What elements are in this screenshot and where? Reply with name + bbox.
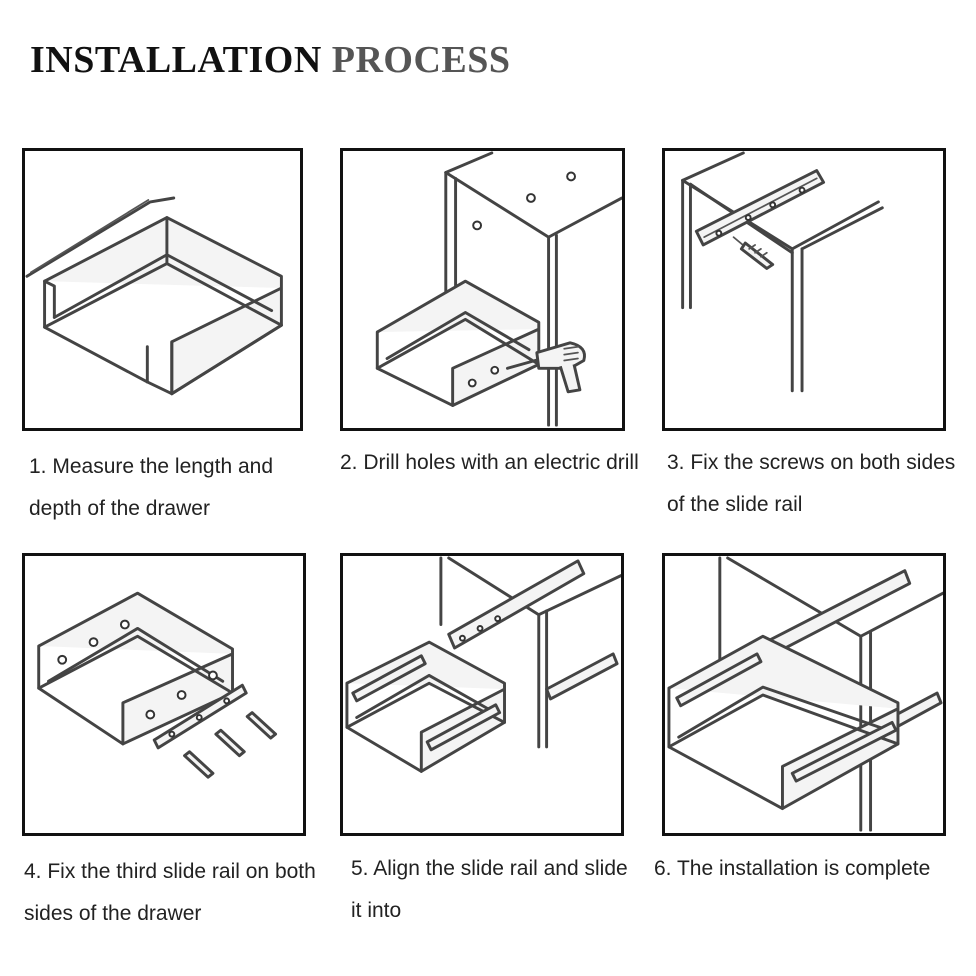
step-1-caption: 1. Measure the length and depth of the d… — [29, 455, 274, 520]
step-4-caption: 4. Fix the third slide rail on both side… — [24, 860, 316, 925]
page-title: INSTALLATION PROCESS — [30, 38, 511, 82]
align-slide-illustration — [345, 556, 621, 773]
step-2-caption: 2. Drill holes with an electric drill — [340, 451, 639, 474]
drawer-rail-screws-illustration — [37, 591, 278, 779]
drawer-box-illustration — [25, 196, 283, 396]
step-3-panel — [662, 148, 946, 431]
step-6-caption: 6. The installation is complete — [654, 857, 931, 880]
electric-drill-illustration — [375, 151, 622, 427]
screw-rail-illustration — [681, 151, 884, 393]
title-word-process: PROCESS — [331, 39, 511, 81]
step-2-panel — [340, 148, 625, 431]
step-1-panel — [22, 148, 303, 431]
installed-drawer-illustration — [667, 556, 943, 832]
step-4-panel — [22, 553, 306, 836]
step-3-caption: 3. Fix the screws on both sides of the s… — [667, 451, 956, 516]
step-6-panel — [662, 553, 946, 836]
title-word-installation: INSTALLATION — [30, 39, 322, 81]
step-5-panel — [340, 553, 624, 836]
step-5-caption: 5. Align the slide rail and slide it int… — [351, 857, 628, 922]
